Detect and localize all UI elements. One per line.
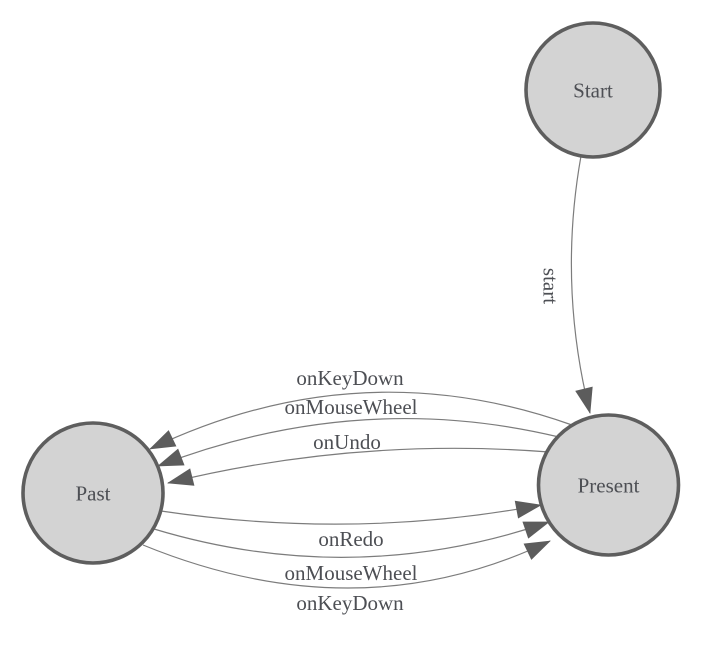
edge-present-to-past-onkeydown	[149, 391, 573, 450]
edge-past-to-present-onredo	[160, 500, 542, 525]
edge-label-onmousewheel-top: onMouseWheel	[285, 395, 418, 419]
node-start	[524, 21, 662, 159]
node-present	[536, 413, 681, 557]
edge-start-to-present	[570, 155, 593, 414]
node-present-label: Present	[578, 473, 640, 497]
edge-label-start: start	[539, 268, 563, 304]
edge-past-to-present-onkeydown	[142, 540, 551, 589]
edge-present-to-past-onmousewheel	[157, 417, 560, 467]
node-past	[21, 421, 165, 565]
edge-label-onundo: onUndo	[313, 430, 381, 454]
edge-past-to-present-onmousewheel	[153, 521, 550, 558]
edge-label-onredo: onRedo	[318, 527, 383, 551]
edge-present-to-past-onundo	[167, 447, 550, 486]
edge-label-onkeydown-bottom: onKeyDown	[296, 591, 404, 615]
edge-label-onmousewheel-bottom: onMouseWheel	[285, 561, 418, 585]
node-start-label: Start	[573, 78, 613, 102]
node-past-label: Past	[75, 481, 110, 505]
edge-label-onkeydown-top: onKeyDown	[296, 366, 404, 390]
